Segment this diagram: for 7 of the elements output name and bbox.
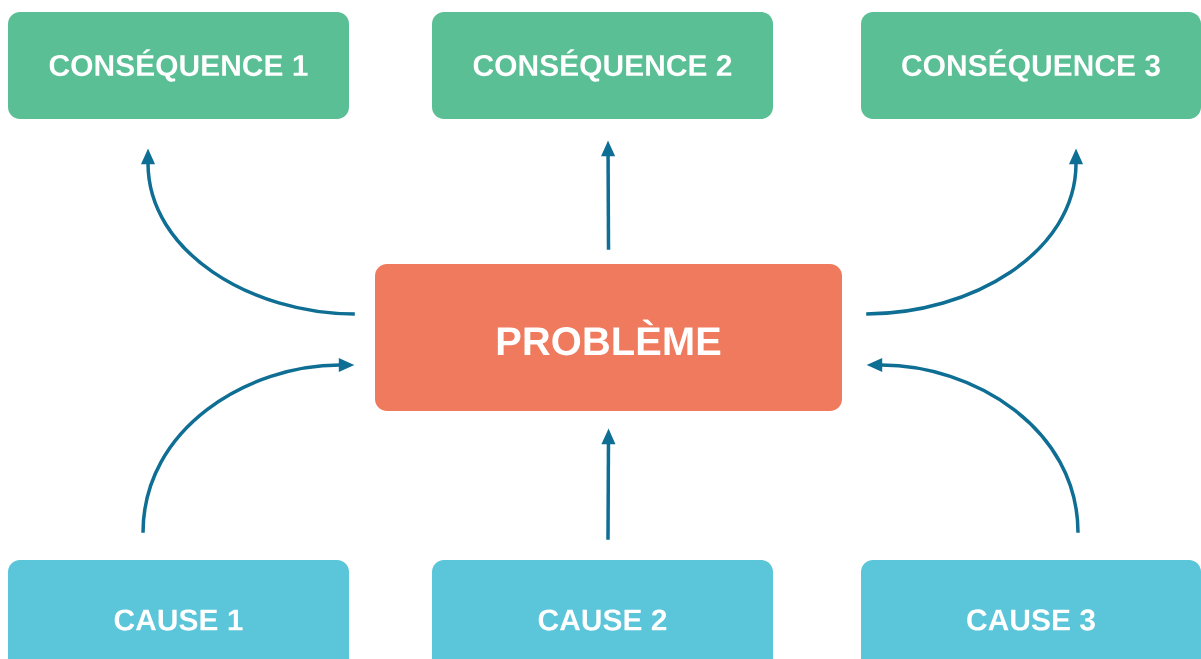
cause-box: CAUSE 1 [8, 560, 349, 659]
consequence-box: CONSÉQUENCE 1 [8, 12, 349, 119]
cause-box: CAUSE 2 [432, 560, 773, 659]
consequence-box: CONSÉQUENCE 3 [861, 12, 1201, 119]
problem-box: PROBLÈME [375, 264, 842, 411]
cause-box: CAUSE 3 [861, 560, 1201, 659]
consequence-box: CONSÉQUENCE 2 [432, 12, 773, 119]
